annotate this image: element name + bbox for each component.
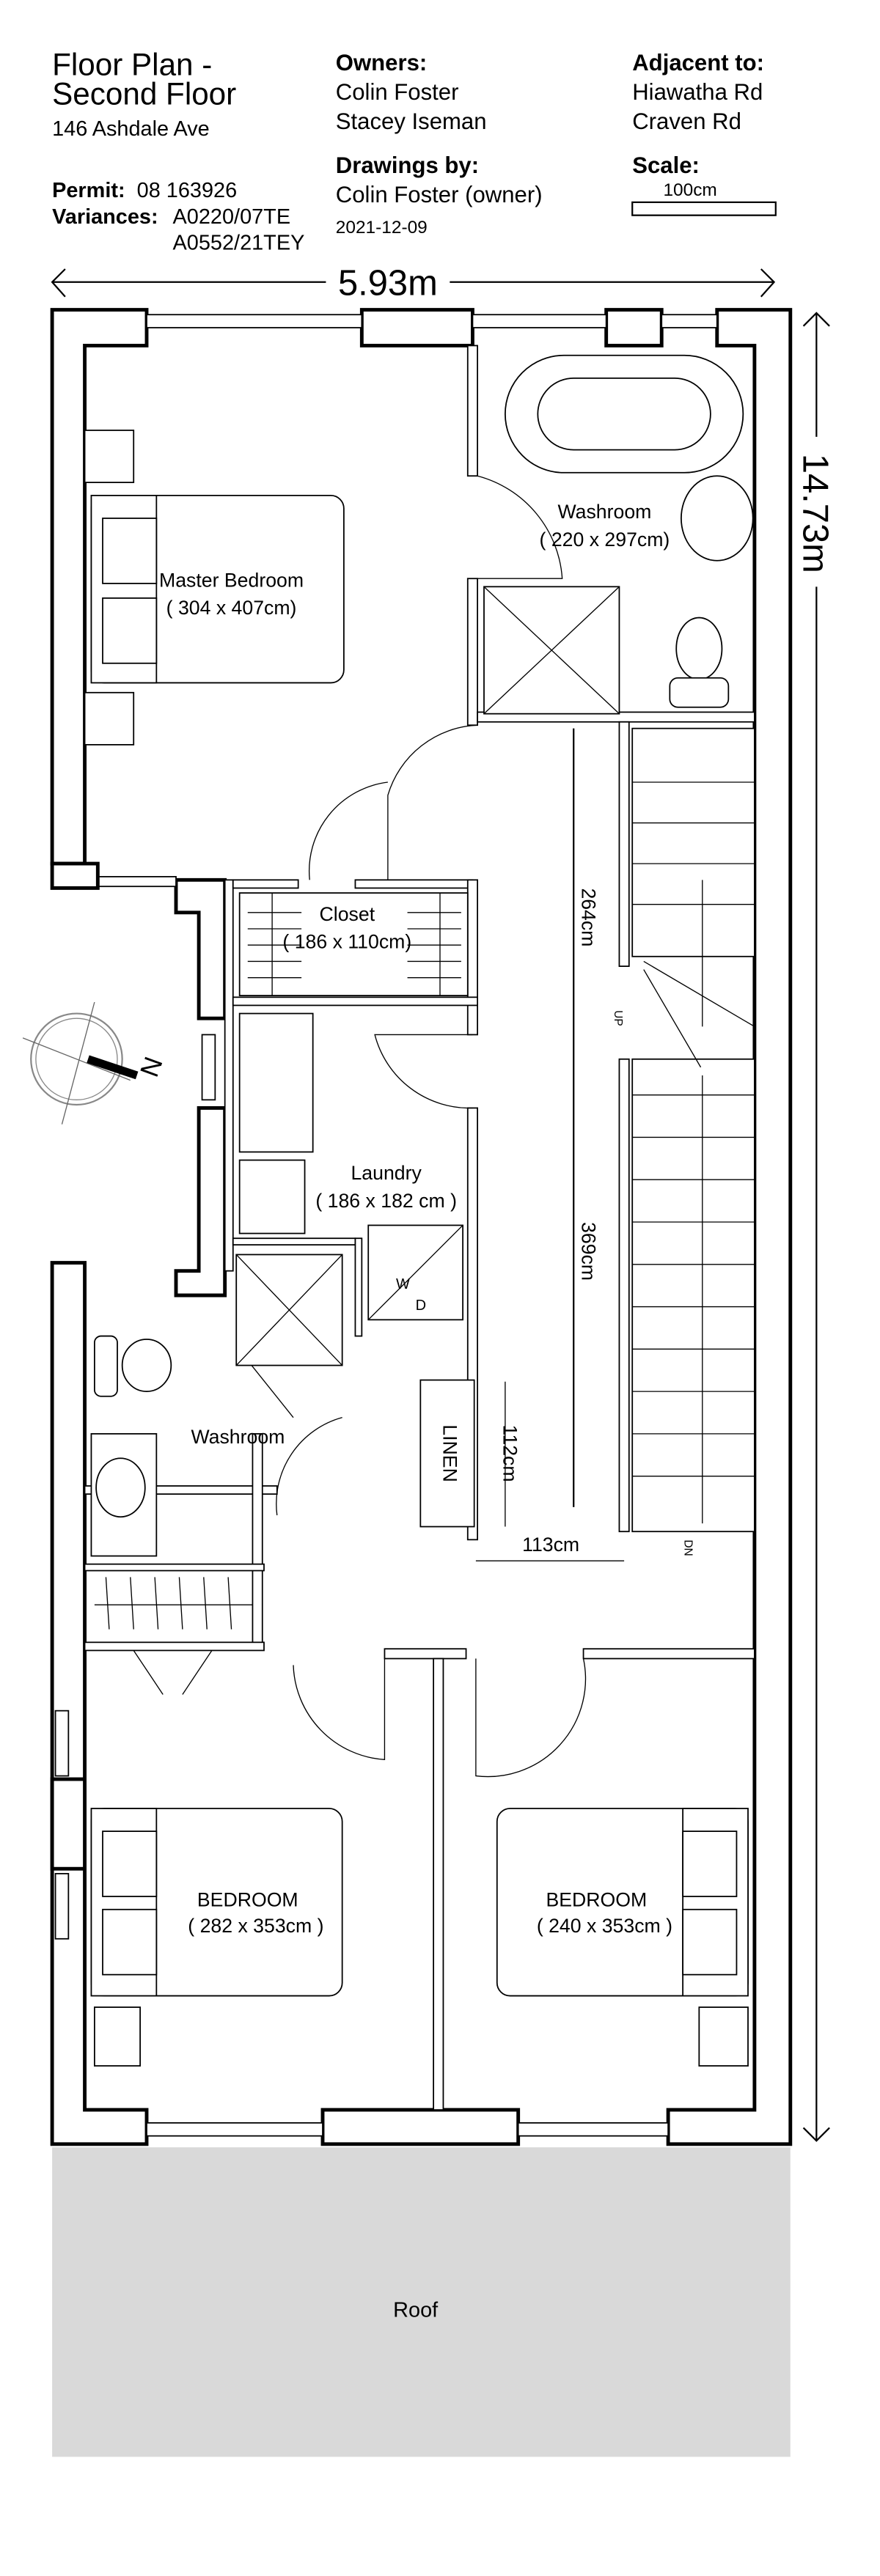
sink-icon	[681, 475, 754, 562]
staircase	[631, 727, 755, 1533]
north-label: N	[134, 1053, 168, 1081]
interior-walls	[84, 345, 755, 2111]
permit-label: Permit:	[52, 179, 125, 202]
width-label: 5.93m	[338, 264, 438, 303]
washer-label: W	[396, 1276, 410, 1292]
sink-2-icon	[95, 1457, 146, 1518]
variances-label: Variances:	[52, 205, 158, 229]
bedroom-left-furniture	[90, 1808, 343, 2067]
bedroom-left-size: ( 282 x 353cm )	[188, 1915, 323, 1937]
laundry-size: ( 186 x 182 cm )	[315, 1190, 457, 1212]
dim-112: 112cm	[499, 1425, 521, 1482]
hall-closet	[94, 1577, 253, 1630]
washroom-2-name: Washroom	[191, 1426, 285, 1448]
master-bedroom-name: Master Bedroom	[159, 569, 304, 591]
owner-2: Stacey Iseman	[336, 108, 487, 134]
scale-bar	[631, 201, 777, 216]
stairs-down-label: DN	[681, 1539, 694, 1556]
doors	[133, 475, 587, 1778]
bedroom-right-furniture	[496, 1808, 749, 2067]
toilet-2-icon	[121, 1339, 172, 1392]
hall-dimensions	[475, 728, 625, 1561]
roof-area	[52, 2147, 791, 2457]
toilet-icon	[675, 617, 723, 680]
drawing-date: 2021-12-09	[336, 218, 428, 238]
dim-369: 369cm	[577, 1222, 599, 1281]
scale-label: Scale:	[632, 152, 700, 178]
bathtub	[505, 354, 744, 474]
closet-name: Closet	[320, 903, 375, 925]
drawings-label: Drawings by:	[336, 152, 479, 178]
bedroom-right-name: BEDROOM	[546, 1888, 647, 1910]
linen-label: LINEN	[439, 1424, 461, 1482]
owner-1: Colin Foster	[336, 79, 459, 105]
title-line-2: Second Floor	[52, 77, 236, 111]
title-block: Floor Plan - Second Floor 146 Ashdale Av…	[52, 48, 777, 254]
master-bed	[84, 430, 345, 746]
dim-264: 264cm	[577, 888, 599, 946]
bedroom-left-name: BEDROOM	[197, 1888, 298, 1910]
adjacent-label: Adjacent to:	[632, 50, 764, 76]
title-line-1: Floor Plan -	[52, 48, 212, 82]
counter	[238, 1012, 314, 1153]
master-bedroom-size: ( 304 x 407cm)	[166, 597, 297, 619]
adjacent-1: Hiawatha Rd	[632, 79, 763, 105]
laundry-sink	[238, 1159, 306, 1234]
linen-closet	[419, 1379, 475, 1528]
windows	[54, 314, 718, 2137]
compass-icon	[22, 1001, 139, 1125]
washroom-main-size: ( 220 x 297cm)	[540, 529, 670, 551]
adjacent-2: Craven Rd	[632, 108, 741, 134]
dryer-label: D	[416, 1298, 426, 1314]
drawings-by: Colin Foster (owner)	[336, 182, 543, 207]
length-label: 14.73m	[796, 454, 835, 573]
closet-size: ( 186 x 110cm)	[282, 931, 411, 953]
dim-113: 113cm	[522, 1534, 579, 1556]
variance-2: A0552/21TEY	[173, 231, 305, 254]
variance-1: A0220/07TE	[173, 205, 291, 229]
owners-label: Owners:	[336, 50, 427, 76]
width-dimension: 5.93m	[51, 264, 776, 303]
laundry-name: Laundry	[351, 1162, 422, 1184]
scale-value: 100cm	[663, 180, 716, 200]
closet	[238, 892, 469, 996]
bedroom-right-size: ( 240 x 353cm )	[537, 1915, 672, 1937]
permit-value: 08 163926	[137, 179, 238, 202]
roof-label: Roof	[393, 2298, 439, 2322]
length-dimension: 14.73m	[796, 312, 835, 2142]
address: 146 Ashdale Ave	[52, 117, 210, 141]
stairs-up-label: UP	[612, 1010, 624, 1026]
washroom-main-name: Washroom	[557, 501, 651, 523]
